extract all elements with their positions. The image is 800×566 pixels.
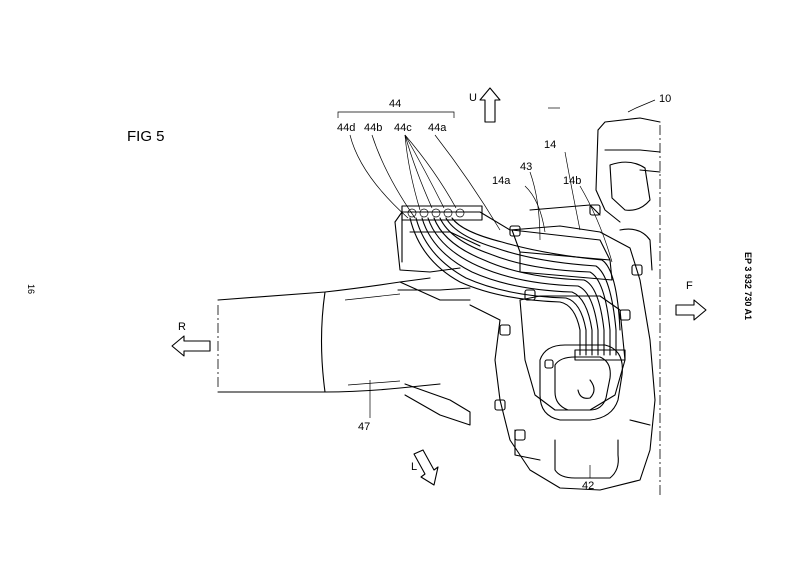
page-number: 16 (26, 283, 37, 295)
manifold-14 (511, 204, 613, 281)
label-42: 42 (582, 480, 595, 492)
label-14: 14 (544, 139, 557, 151)
label-44b: 44b (364, 122, 383, 134)
direction-label-rear: R (178, 321, 186, 333)
label-44c: 44c (394, 122, 412, 134)
label-10: 10 (659, 93, 672, 105)
arrow-front-icon (675, 299, 707, 321)
label-44: 44 (389, 98, 402, 110)
duct-47 (217, 277, 471, 426)
housing-10 (595, 117, 661, 271)
label-43: 43 (520, 161, 533, 173)
arrow-left-icon (413, 449, 439, 486)
publication-number: EP 3 932 730 A1 (743, 251, 754, 321)
pipe-bundle-44 (401, 205, 626, 361)
label-14a: 14a (492, 175, 511, 187)
leader-lines (337, 99, 656, 478)
direction-label-up: U (469, 92, 477, 104)
label-14b: 14b (563, 175, 582, 187)
arrow-up-icon (479, 87, 501, 123)
arrow-rear-icon (171, 335, 211, 357)
label-44d: 44d (337, 122, 356, 134)
direction-label-front: F (686, 280, 693, 292)
direction-arrows (171, 87, 707, 486)
direction-label-left: L (411, 461, 418, 473)
label-44a: 44a (428, 122, 447, 134)
label-47: 47 (358, 421, 371, 433)
figure-title: FIG 5 (127, 128, 165, 145)
bolts (494, 204, 643, 441)
